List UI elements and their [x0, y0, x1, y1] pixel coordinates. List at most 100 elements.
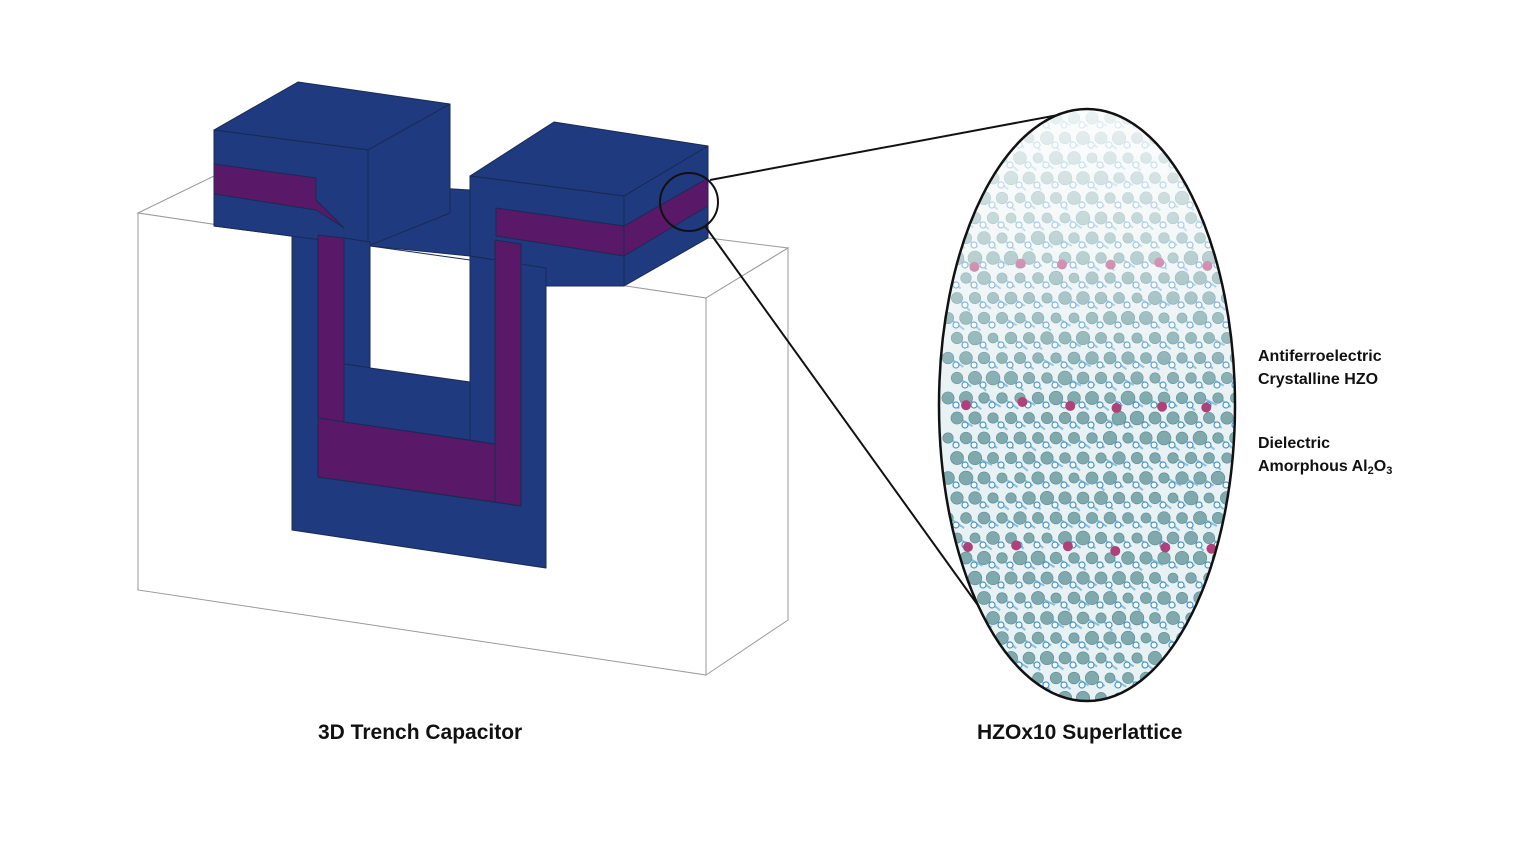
lattice-bond: [1232, 594, 1235, 607]
oxygen-atom: [1231, 141, 1235, 149]
hf-zr-atom: [1211, 151, 1225, 165]
hf-zr-atom: [1238, 251, 1251, 264]
aluminum-atom: [1252, 263, 1262, 273]
hf-zr-atom: [1201, 130, 1217, 146]
lattice-bond: [1025, 694, 1047, 701]
oxygen-atom: [1231, 221, 1235, 229]
hf-zr-atom: [1230, 192, 1235, 204]
oxygen-atom: [952, 201, 960, 209]
hzo-right-wall: [494, 239, 522, 507]
lattice-bond: [1214, 114, 1234, 128]
lattice-bond: [1205, 614, 1226, 628]
hf-zr-atom: [950, 171, 964, 185]
oxygen-atom: [1195, 621, 1203, 629]
superlattice-outline: [937, 107, 1237, 703]
hf-zr-atom: [1239, 412, 1251, 424]
oxygen-atom: [961, 221, 969, 229]
oxygen-atom: [1241, 682, 1247, 688]
lattice-bond: [1242, 695, 1259, 708]
caption-superlattice: HZOx10 Superlattice: [977, 721, 1183, 744]
lattice-bond: [1151, 694, 1168, 701]
hf-zr-atom: [1211, 631, 1225, 645]
hf-zr-atom: [969, 612, 981, 624]
hf-zr-atom: [1138, 110, 1154, 126]
oxygen-atom: [1241, 522, 1247, 528]
oxygen-atom: [1204, 601, 1212, 609]
lattice-bond: [1187, 134, 1209, 148]
lattice-bond: [1232, 434, 1235, 451]
lattice-bond: [1223, 534, 1235, 551]
lattice-bond: [971, 654, 993, 667]
oxygen-atom: [1034, 702, 1040, 708]
label-dielectric-mid: O: [1373, 458, 1387, 475]
lattice-bond: [1242, 295, 1261, 311]
oxygen-atom: [1222, 641, 1230, 649]
lattice-bond: [1214, 674, 1232, 687]
oxygen-atom: [970, 681, 978, 689]
oxygen-atom: [1250, 302, 1256, 308]
oxygen-atom: [1195, 181, 1203, 189]
oxygen-atom: [997, 141, 1005, 149]
oxygen-atom: [1213, 181, 1221, 189]
lattice-bond: [1142, 114, 1164, 132]
label-crystalline-line2: Crystalline HZO: [1258, 371, 1379, 388]
hf-zr-atom: [968, 131, 982, 145]
zoom-line-bottom: [704, 225, 991, 623]
hf-zr-atom: [1228, 110, 1235, 126]
left-pillar-hzo-band: [213, 163, 345, 229]
lattice-bond: [944, 674, 963, 690]
trench-capacitor: [213, 81, 709, 569]
hf-zr-atom: [994, 110, 1010, 126]
hf-zr-atom: [1221, 252, 1233, 264]
hf-zr-atom: [1202, 651, 1216, 665]
lattice-bond: [1169, 654, 1190, 671]
oxygen-atom: [1196, 702, 1202, 708]
oxygen-atom: [1106, 702, 1112, 708]
oxygen-atom: [1213, 141, 1221, 149]
lattice-bond: [962, 114, 979, 128]
lattice-bond: [1232, 114, 1235, 132]
lattice-bond: [1187, 694, 1208, 701]
oxygen-atom: [1213, 661, 1221, 669]
hf-zr-atom: [1230, 632, 1235, 644]
aluminum-atom: [1253, 402, 1263, 412]
oxygen-atom: [1241, 642, 1247, 648]
label-crystalline-hzo: Antiferroelectric Crystalline HZO: [1258, 345, 1382, 391]
oxygen-atom: [1178, 702, 1184, 708]
lattice-bond: [1205, 654, 1226, 668]
lattice-bond: [1205, 174, 1222, 186]
lattice-bond: [989, 654, 1008, 672]
hf-zr-atom: [1157, 671, 1171, 685]
hf-zr-atom: [951, 612, 963, 624]
oxygen-atom: [980, 702, 986, 708]
hf-zr-atom: [977, 111, 991, 125]
lattice-bond: [1214, 234, 1235, 247]
oxygen-atom: [1186, 681, 1194, 689]
lattice-bond: [1196, 194, 1216, 209]
oxygen-atom: [1241, 162, 1247, 168]
lattice-bond: [1242, 375, 1257, 388]
hf-zr-atom: [1221, 692, 1233, 701]
oxygen-atom: [1222, 601, 1230, 609]
label-crystalline-line1: Antiferroelectric: [1258, 348, 1382, 365]
hf-zr-atom: [942, 192, 954, 204]
label-dielectric-prefix: Amorphous Al: [1258, 458, 1368, 475]
oxygen-atom: [1204, 161, 1212, 169]
oxygen-atom: [1222, 681, 1230, 689]
lattice-bond: [962, 194, 978, 211]
hf-zr-atom: [949, 210, 965, 226]
oxygen-atom: [961, 181, 969, 189]
zoom-callout: [659, 109, 1086, 623]
label-dielectric-line2: Amorphous Al2O3: [1258, 455, 1392, 478]
oxygen-atom: [952, 121, 960, 129]
hf-zr-atom: [1220, 531, 1234, 545]
oxygen-atom: [1016, 702, 1022, 708]
lattice-bond: [1223, 214, 1235, 229]
lattice-bond: [1232, 274, 1235, 288]
label-dielectric-sub2: 3: [1386, 465, 1393, 477]
lattice-bond: [1115, 694, 1135, 701]
lattice-bond: [1178, 114, 1200, 128]
lattice-bond: [1169, 134, 1189, 150]
oxygen-atom: [1186, 121, 1194, 129]
